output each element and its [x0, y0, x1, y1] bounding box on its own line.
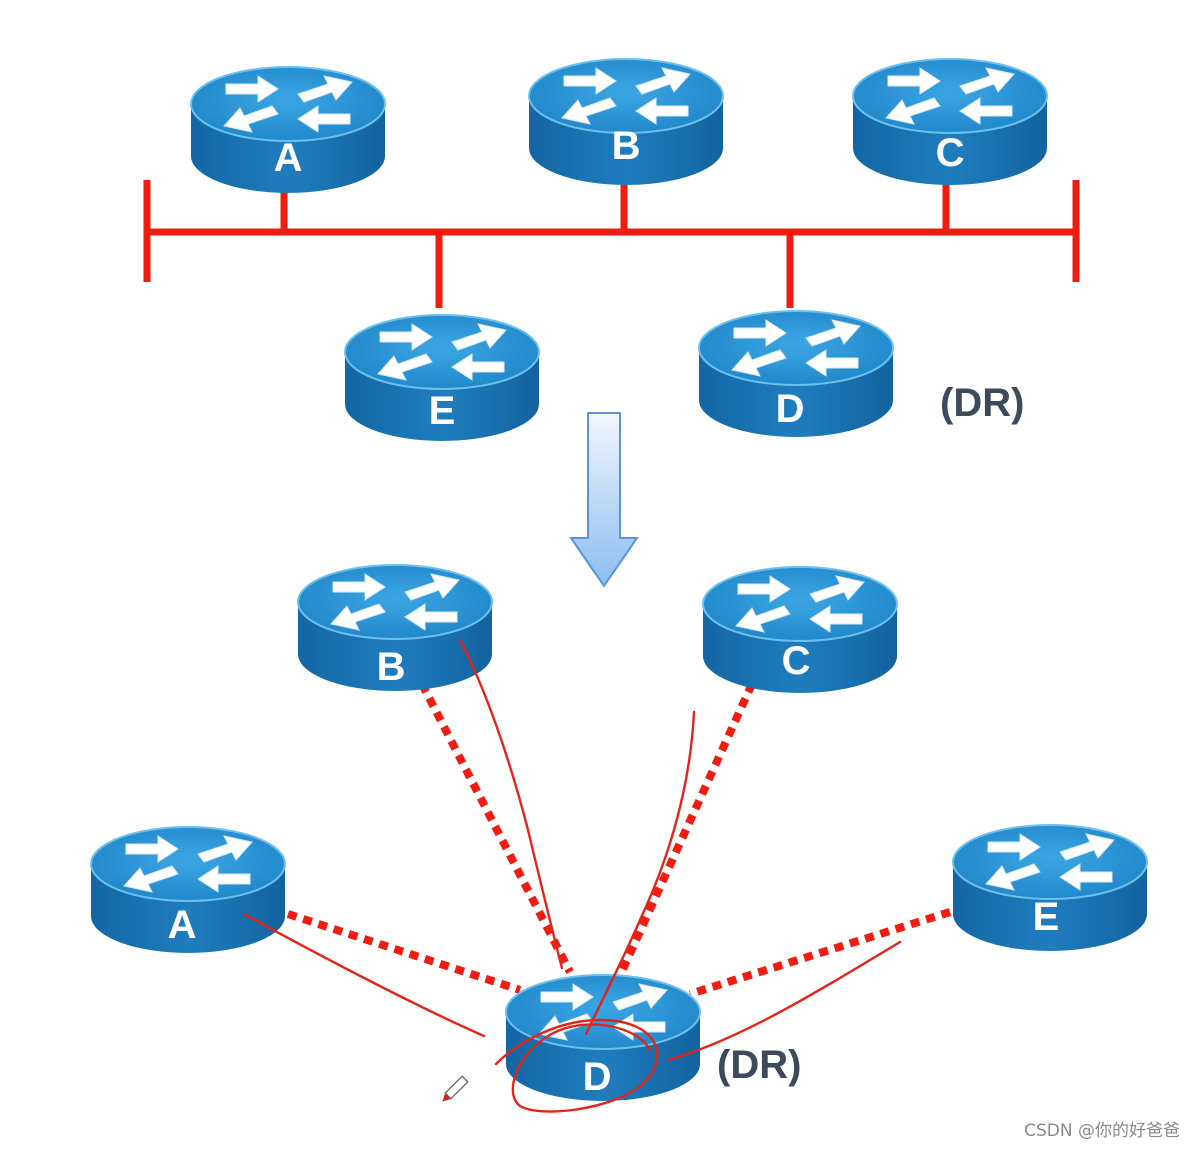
link-e-d — [688, 908, 952, 998]
router-c-bottom: C — [702, 566, 898, 694]
router-label: C — [936, 131, 965, 175]
handdrawn-annotations — [242, 638, 902, 1113]
router-b-bottom: B — [297, 564, 493, 692]
link-c-d — [614, 682, 756, 982]
link-a-d — [286, 910, 522, 994]
dr-note: (DR) — [940, 381, 1024, 425]
router-label: A — [274, 136, 303, 180]
router-a-bottom: A — [90, 826, 286, 954]
router-label: B — [377, 645, 406, 689]
router-label: C — [782, 639, 811, 683]
router-label: E — [1033, 895, 1060, 939]
dotted-links — [286, 682, 952, 998]
router-label: E — [429, 389, 456, 433]
router-e-top: E — [344, 314, 540, 442]
router-label: A — [168, 903, 197, 947]
router-b-top: B — [528, 58, 724, 186]
router-label: D — [583, 1055, 612, 1099]
router-e-bottom: E — [952, 824, 1148, 952]
router-label: B — [612, 124, 641, 168]
pen-cursor-icon — [442, 1075, 469, 1102]
router-d-bottom: D — [505, 974, 701, 1102]
router-label: D — [776, 387, 805, 431]
link-b-d — [418, 682, 574, 974]
top-bus-network: A B C E D (DR) — [143, 58, 1080, 442]
router-a-top: A — [190, 66, 386, 194]
down-arrow-icon — [569, 412, 639, 588]
router-d-top: D — [698, 310, 894, 438]
router-c-top: C — [852, 58, 1048, 186]
bottom-star-network: B C A E D (DR) — [90, 564, 1148, 1113]
dr-note: (DR) — [717, 1043, 801, 1087]
bus-line — [143, 178, 1080, 308]
watermark: CSDN @你的好爸爸 — [1024, 1121, 1180, 1141]
